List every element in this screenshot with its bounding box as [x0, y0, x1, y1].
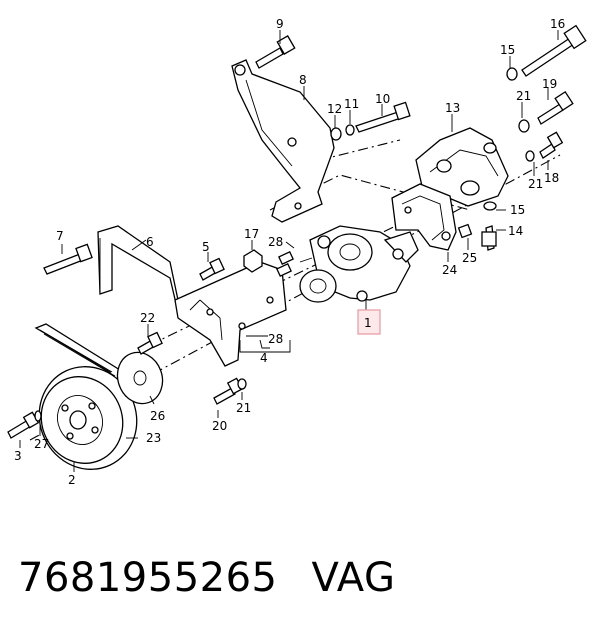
callout-11: 11: [344, 97, 359, 111]
callout-7: 7: [56, 229, 64, 243]
gasket-24: [391, 183, 457, 251]
callout-22: 22: [140, 311, 155, 325]
callout-14: 14: [508, 224, 523, 238]
callout-21a: 21: [516, 89, 531, 103]
brand-name: VAG: [311, 555, 396, 601]
callout-6: 6: [146, 235, 154, 249]
callout-28b: 28: [268, 332, 283, 346]
callout-24: 24: [442, 263, 457, 277]
callout-8: 8: [299, 73, 307, 87]
callout-15a: 15: [500, 43, 515, 57]
pulley: [38, 366, 138, 470]
callout-1: 1: [364, 316, 372, 330]
callout-21b: 21: [528, 177, 543, 191]
bracket-13: [415, 127, 509, 207]
callout-15b: 15: [510, 203, 525, 217]
power-steering-pump: [299, 225, 419, 303]
callout-5: 5: [202, 240, 210, 254]
callout-17: 17: [244, 227, 259, 241]
callout-13: 13: [445, 101, 460, 115]
leader-lines: [19, 30, 559, 472]
pulley-flange: [116, 351, 164, 405]
part-number: 7681955265: [18, 555, 278, 601]
callout-18: 18: [544, 171, 559, 185]
callout-27: 27: [34, 437, 49, 451]
bracket-4: [174, 261, 287, 367]
callout-labels: 1 2 3 4 5 6 7 8 9 10 11 12 13 14 15 15 1…: [14, 17, 565, 487]
bracket-8: [231, 59, 335, 223]
callout-9: 9: [276, 17, 284, 31]
callout-25: 25: [462, 251, 477, 265]
callout-21c: 21: [236, 401, 251, 415]
footer-caption: 7681955265 VAG: [18, 552, 395, 604]
callout-23: 23: [146, 431, 161, 445]
callout-19: 19: [542, 77, 557, 91]
callout-26: 26: [150, 409, 165, 423]
callout-2: 2: [68, 473, 76, 487]
exploded-parts-diagram: 1 2 3 4 5 6 7 8 9 10 11 12 13 14 15 15 1…: [7, 17, 587, 487]
bolts: [7, 24, 587, 439]
callout-20: 20: [212, 419, 227, 433]
callout-3: 3: [14, 449, 22, 463]
callout-28a: 28: [268, 235, 283, 249]
callout-12: 12: [327, 102, 342, 116]
highlight-box-part-1: [357, 309, 381, 335]
callout-10: 10: [375, 92, 390, 106]
callout-16: 16: [550, 17, 565, 31]
callout-4: 4: [260, 351, 268, 365]
